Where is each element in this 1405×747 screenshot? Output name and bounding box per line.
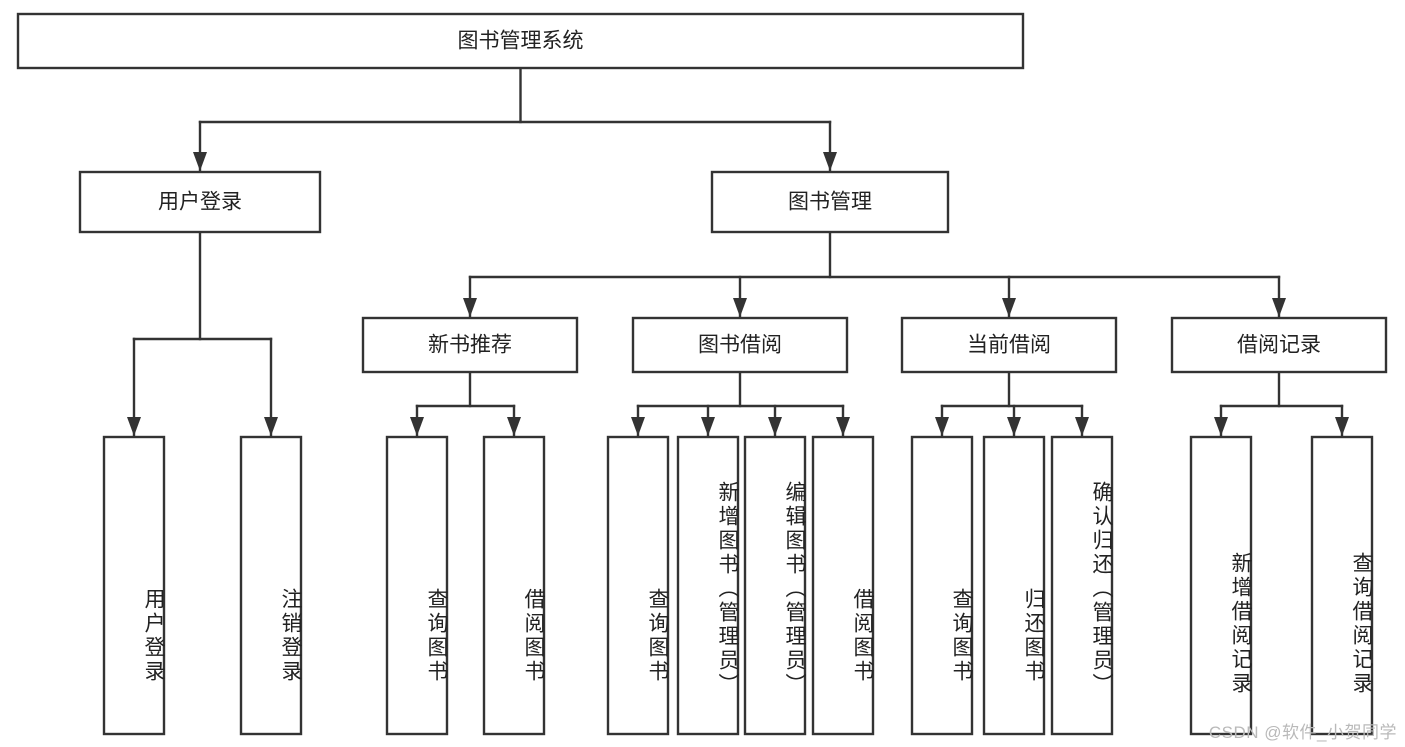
node-box-leaf-user-logout[interactable] bbox=[239, 435, 303, 736]
node-box-root[interactable] bbox=[16, 12, 1025, 70]
arrow-head-icon bbox=[768, 417, 782, 436]
node-label-new-book-recommend: 新书推荐 bbox=[428, 334, 512, 357]
arrow-head-icon bbox=[1272, 298, 1286, 317]
arrow-head-icon bbox=[823, 152, 837, 171]
node-label-current-borrow: 当前借阅 bbox=[967, 334, 1051, 357]
arrow-head-icon bbox=[1075, 417, 1089, 436]
node-box-leaf-confirm-return-admin[interactable] bbox=[1050, 435, 1114, 736]
node-box-new-book-recommend[interactable] bbox=[361, 316, 579, 374]
arrow-head-icon bbox=[410, 417, 424, 436]
node-box-leaf-add-borrow-record[interactable] bbox=[1189, 435, 1253, 736]
arrow-head-icon bbox=[127, 417, 141, 436]
node-box-borrow-record[interactable] bbox=[1170, 316, 1388, 374]
node-box-leaf-query-book-3[interactable] bbox=[910, 435, 974, 736]
connectors-layer bbox=[127, 66, 1349, 438]
arrow-head-icon bbox=[1002, 298, 1016, 317]
arrow-head-icon bbox=[935, 417, 949, 436]
node-box-leaf-edit-book-admin[interactable] bbox=[743, 435, 807, 736]
node-label-borrow-record: 借阅记录 bbox=[1237, 334, 1321, 357]
node-box-leaf-borrow-book-2[interactable] bbox=[811, 435, 875, 736]
arrow-head-icon bbox=[1214, 417, 1228, 436]
node-box-user-login[interactable] bbox=[78, 170, 322, 234]
arrow-head-icon bbox=[507, 417, 521, 436]
node-box-leaf-add-book-admin[interactable] bbox=[676, 435, 740, 736]
boxes-layer bbox=[16, 12, 1388, 736]
arrow-head-icon bbox=[463, 298, 477, 317]
node-box-leaf-query-book-2[interactable] bbox=[606, 435, 670, 736]
node-box-leaf-query-borrow-record[interactable] bbox=[1310, 435, 1374, 736]
node-box-book-borrow[interactable] bbox=[631, 316, 849, 374]
node-box-leaf-query-book-1[interactable] bbox=[385, 435, 449, 736]
node-label-root: 图书管理系统 bbox=[458, 30, 584, 53]
arrow-head-icon bbox=[1335, 417, 1349, 436]
arrow-head-icon bbox=[836, 417, 850, 436]
node-box-leaf-borrow-book-1[interactable] bbox=[482, 435, 546, 736]
arrow-head-icon bbox=[701, 417, 715, 436]
node-label-user-login: 用户登录 bbox=[158, 191, 242, 214]
node-label-book-manage: 图书管理 bbox=[788, 191, 872, 214]
arrow-head-icon bbox=[264, 417, 278, 436]
arrow-head-icon bbox=[631, 417, 645, 436]
watermark-text: CSDN @软件_小贺同学 bbox=[1208, 723, 1397, 742]
arrow-head-icon bbox=[1007, 417, 1021, 436]
node-box-current-borrow[interactable] bbox=[900, 316, 1118, 374]
node-box-book-manage[interactable] bbox=[710, 170, 950, 234]
node-box-leaf-return-book[interactable] bbox=[982, 435, 1046, 736]
node-box-leaf-user-login[interactable] bbox=[102, 435, 166, 736]
arrow-head-icon bbox=[193, 152, 207, 171]
node-label-book-borrow: 图书借阅 bbox=[698, 334, 782, 357]
arrow-head-icon bbox=[733, 298, 747, 317]
